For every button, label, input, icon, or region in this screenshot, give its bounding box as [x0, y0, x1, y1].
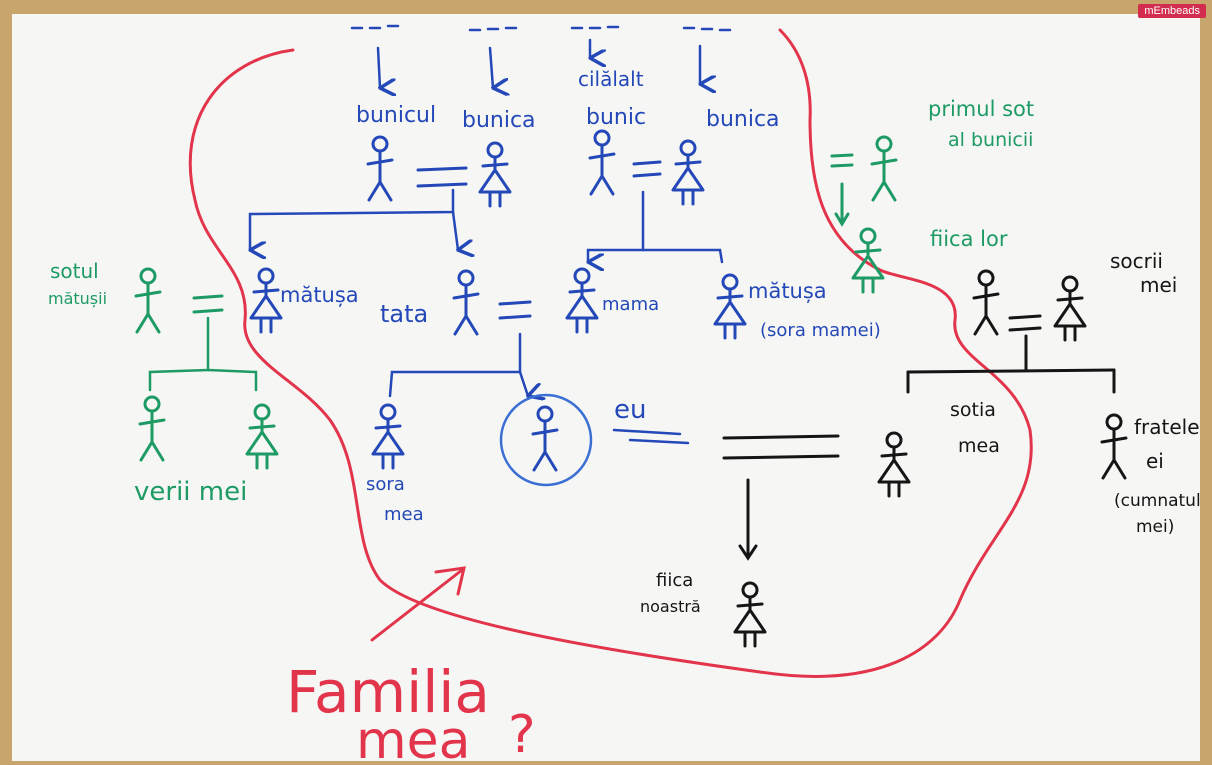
brand-badge: mEmbeads	[1138, 4, 1206, 18]
label-sotul-matusii-1: sotul	[50, 259, 99, 283]
label-mea: mea	[356, 711, 471, 765]
red-arrow	[370, 566, 466, 642]
inlaws-links	[722, 314, 1116, 561]
descent-lines-gen1	[250, 188, 724, 262]
board-surface	[12, 14, 1200, 761]
descent-lines-cousins	[148, 316, 258, 392]
label-sotia-2: mea	[958, 435, 1000, 457]
family-boundary	[188, 28, 1033, 678]
label-fiica-2: noastră	[640, 597, 701, 616]
top-dashes	[350, 24, 732, 32]
marriage-signs-top	[416, 160, 662, 188]
label-question: ?	[508, 705, 536, 765]
label-celalalt-bunic-1: cilălalt	[578, 67, 644, 91]
label-mama: mama	[602, 294, 659, 315]
label-familia: Familia	[286, 658, 490, 726]
label-bunica-left: bunica	[462, 108, 536, 133]
label-tata: tata	[380, 300, 428, 328]
label-socrii-1: socrii	[1110, 249, 1163, 273]
label-matusa-left: mătușa	[280, 283, 359, 307]
label-matusa-right: mătușa	[748, 279, 827, 303]
label-fiica-lor: fiica lor	[930, 227, 1008, 251]
label-bunicul: bunicul	[356, 103, 436, 128]
marriage-sign-parents	[498, 300, 532, 320]
label-cumnatul-1: (cumnatul	[1114, 491, 1201, 511]
green-links-right	[830, 153, 854, 227]
descent-lines-gen2	[388, 332, 528, 396]
title-familia-mea: Familia mea ?	[286, 658, 536, 765]
label-bunica-right: bunica	[706, 107, 780, 132]
label-verii: verii mei	[134, 477, 247, 507]
label-cumnatul-2: mei)	[1136, 517, 1174, 537]
eu-underline	[612, 428, 690, 445]
label-fratele-1: fratele	[1134, 415, 1200, 439]
label-fiica-1: fiica	[656, 570, 693, 591]
me-circle	[499, 393, 593, 487]
label-primul-sot-1: primul sot	[928, 97, 1034, 121]
label-celalalt-bunic-2: bunic	[586, 105, 646, 130]
marriage-sign-aunt	[192, 294, 224, 314]
label-sora-2: mea	[384, 504, 424, 525]
label-socrii-2: mei	[1140, 273, 1177, 297]
label-fratele-2: ei	[1146, 449, 1164, 473]
top-arrows	[376, 38, 700, 88]
label-primul-sot-2: al bunicii	[948, 129, 1033, 151]
label-sora-1: sora	[366, 474, 405, 495]
label-eu: eu	[614, 395, 646, 425]
label-sotia-1: sotia	[950, 399, 996, 421]
label-sotul-matusii-2: mătușii	[48, 289, 107, 308]
label-sora-mamei: (sora mamei)	[760, 320, 881, 341]
